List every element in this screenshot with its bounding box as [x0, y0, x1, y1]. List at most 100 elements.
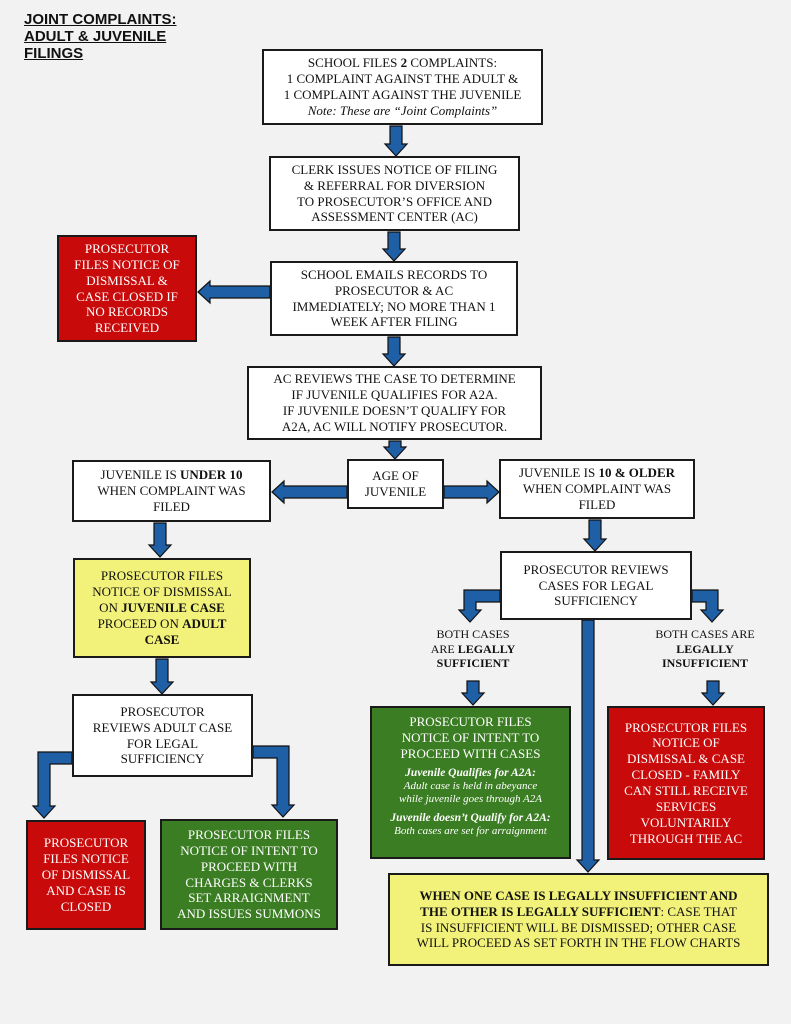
- both-sufficient-legally: LEGALLY: [457, 641, 516, 656]
- clerk-line-1: CLERK ISSUES NOTICE OF FILING: [291, 161, 498, 177]
- both-sufficient-label: BOTH CASES ARE LEGALLY SUFFICIENT: [418, 627, 528, 671]
- adult-dismissal-box: PROSECUTOR FILES NOTICE OF DISMISSAL AND…: [26, 820, 146, 930]
- adult-dismissal-line-5: CLOSED: [60, 898, 112, 914]
- arrow-dismiss-to-reviews: [149, 658, 175, 695]
- dismiss-juv-adult: ADULT: [182, 615, 227, 631]
- juvenile-under-10-box: JUVENILE IS UNDER 10 WHEN COMPLAINT WAS …: [72, 460, 271, 522]
- no-records-line-6: RECEIVED: [94, 320, 160, 336]
- arrow-age-to-under-10: [271, 479, 348, 505]
- no-records-line-5: NO RECORDS: [86, 304, 168, 320]
- both-sufficient-line-3: SUFFICIENT: [436, 656, 510, 671]
- no-records-line-2: FILES NOTICE OF: [74, 256, 180, 272]
- arrow-cases-to-both-sufficient: [457, 589, 501, 623]
- arrow-clerk-to-emails: [381, 231, 407, 262]
- adult-proceed-line-5: SET ARRAIGNMENT: [188, 890, 310, 906]
- reviews-adult-line-1: PROSECUTOR: [120, 703, 205, 719]
- age-of-juvenile-box: AGE OF JUVENILE: [347, 459, 444, 509]
- title-line-2: ADULT & JUVENILE: [24, 27, 167, 45]
- dismiss-juv-proceed: PROCEED ON: [97, 615, 183, 631]
- title-line-1: JOINT COMPLAINTS:: [24, 11, 177, 28]
- both-insufficient-line-2: LEGALLY: [676, 641, 734, 656]
- arrow-insufficient-to-dismiss: [700, 680, 726, 706]
- dismiss-family-line-2: NOTICE OF: [652, 735, 720, 751]
- clerk-line-3: TO PROSECUTOR’S OFFICE AND: [297, 193, 492, 209]
- intent-cases-line-1: PROSECUTOR FILES: [409, 714, 532, 729]
- arrow-reviews-to-adult-proceed: [252, 745, 296, 818]
- school-files-line-3: 1 COMPLAINT AGAINST THE JUVENILE: [283, 87, 522, 102]
- not-qualify-a2a-line-1: Both cases are set for arraignment: [394, 825, 547, 838]
- one-case-bold-2: THE OTHER IS LEGALLY SUFFICIENT: [420, 903, 661, 919]
- both-sufficient-are: ARE: [430, 641, 458, 656]
- adult-dismissal-line-1: PROSECUTOR: [43, 835, 129, 851]
- dismiss-family-line-1: PROSECUTOR FILES: [624, 719, 748, 735]
- adult-proceed-box: PROSECUTOR FILES NOTICE OF INTENT TO PRO…: [160, 819, 338, 930]
- ten-older-line-1: JUVENILE IS 10 & OLDER: [519, 465, 675, 481]
- one-case-line-2: THE OTHER IS LEGALLY SUFFICIENT: CASE TH…: [420, 904, 737, 920]
- no-records-line-4: CASE CLOSED IF: [76, 288, 178, 304]
- dismiss-family-line-4: CLOSED - FAMILY: [631, 767, 741, 783]
- one-case-line-3: IS INSUFFICIENT WILL BE DISMISSED; OTHER…: [420, 919, 737, 935]
- adult-proceed-line-2: NOTICE OF INTENT TO: [180, 842, 318, 858]
- reviews-adult-line-2: REVIEWS ADULT CASE: [92, 719, 233, 735]
- no-records-line-1: PROSECUTOR: [84, 240, 170, 256]
- qualifies-a2a-line-2: while juvenile goes through A2A: [399, 793, 542, 806]
- clerk-line-2: & REFERRAL FOR DIVERSION: [303, 177, 486, 193]
- ten-older-emphasis: 10 & OLDER: [598, 465, 675, 481]
- age-line-1: AGE OF: [372, 468, 419, 484]
- school-emails-records-box: SCHOOL EMAILS RECORDS TO PROSECUTOR & AC…: [270, 261, 518, 336]
- arrow-reviews-to-adult-dismissal: [31, 751, 73, 819]
- school-files-text-a: SCHOOL FILES: [307, 55, 401, 71]
- school-emails-line-1: SCHOOL EMAILS RECORDS TO: [300, 266, 488, 282]
- dismiss-family-line-7: VOLUNTARILY: [640, 814, 732, 830]
- under-10-text: JUVENILE IS: [100, 467, 180, 483]
- dismiss-juv-line-5: CASE: [144, 631, 180, 647]
- arrow-10-older-to-reviews: [582, 519, 608, 552]
- ten-older-line-2: WHEN COMPLAINT WAS: [522, 481, 672, 497]
- intent-cases-line-3: PROCEED WITH CASES: [400, 745, 541, 761]
- ten-older-text: JUVENILE IS: [519, 465, 599, 481]
- ten-older-line-3: FILED: [578, 496, 616, 512]
- clerk-line-4: ASSESSMENT CENTER (AC): [311, 209, 478, 225]
- juvenile-10-older-box: JUVENILE IS 10 & OLDER WHEN COMPLAINT WA…: [499, 459, 695, 519]
- adult-dismissal-line-4: AND CASE IS: [46, 882, 126, 898]
- intent-proceed-cases-box: PROSECUTOR FILES NOTICE OF INTENT TO PRO…: [370, 706, 571, 859]
- dismiss-juv-juvenile-case: JUVENILE CASE: [121, 600, 225, 616]
- arrow-complaints-to-clerk: [383, 125, 409, 157]
- adult-proceed-line-3: PROCEED WITH: [200, 858, 298, 874]
- dismiss-family-line-3: DISMISSAL & CASE: [627, 751, 745, 767]
- reviews-cases-line-2: CASES FOR LEGAL: [538, 577, 654, 593]
- arrow-cases-to-one-case: [575, 619, 601, 873]
- not-qualify-a2a-heading: Juvenile doesn’t Qualify for A2A:: [390, 812, 551, 825]
- dismiss-family-services-box: PROSECUTOR FILES NOTICE OF DISMISSAL & C…: [607, 706, 765, 860]
- clerk-issues-notice-box: CLERK ISSUES NOTICE OF FILING & REFERRAL…: [269, 156, 520, 231]
- ac-reviews-line-4: A2A, AC WILL NOTIFY PROSECUTOR.: [281, 418, 508, 434]
- one-case-rest-2: : CASE THAT: [660, 903, 737, 919]
- qualifies-a2a-heading: Juvenile Qualifies for A2A:: [405, 766, 536, 779]
- one-case-bold-1: WHEN ONE CASE IS LEGALLY INSUFFICIENT AN…: [419, 887, 738, 903]
- under-10-line-2: WHEN COMPLAINT WAS: [97, 483, 246, 499]
- adult-proceed-line-6: AND ISSUES SUMMONS: [177, 906, 321, 922]
- both-sufficient-line-2: ARE LEGALLY: [418, 642, 528, 657]
- dismiss-family-line-6: SERVICES: [655, 798, 717, 814]
- both-sufficient-line-1: BOTH CASES: [436, 627, 510, 641]
- reviews-cases-line-3: SUFFICIENCY: [554, 593, 638, 609]
- under-10-line-3: FILED: [153, 498, 190, 514]
- under-10-line-1: JUVENILE IS UNDER 10: [101, 467, 243, 483]
- arrow-emails-to-ac: [381, 336, 407, 367]
- under-10-emphasis: UNDER 10: [179, 467, 243, 483]
- page-title: JOINT COMPLAINTS: ADULT & JUVENILE FILIN…: [24, 11, 177, 62]
- ac-reviews-line-2: IF JUVENILE QUALIFIES FOR A2A.: [291, 387, 498, 403]
- school-emails-line-3: IMMEDIATELY; NO MORE THAN 1: [292, 298, 496, 314]
- school-emails-line-2: PROSECUTOR & AC: [334, 282, 454, 298]
- reviews-adult-case-box: PROSECUTOR REVIEWS ADULT CASE FOR LEGAL …: [72, 694, 253, 777]
- no-records-line-3: DISMISSAL &: [86, 272, 168, 288]
- title-line-3: FILINGS: [24, 44, 84, 62]
- dismiss-family-line-5: CAN STILL RECEIVE: [624, 783, 748, 798]
- arrow-under-10-to-dismiss: [147, 522, 173, 558]
- adult-proceed-line-1: PROSECUTOR FILES: [187, 826, 311, 842]
- reviews-cases-box: PROSECUTOR REVIEWS CASES FOR LEGAL SUFFI…: [500, 551, 692, 620]
- one-case-insufficient-box: WHEN ONE CASE IS LEGALLY INSUFFICIENT AN…: [388, 873, 769, 966]
- no-records-dismissal-box: PROSECUTOR FILES NOTICE OF DISMISSAL & C…: [57, 235, 197, 342]
